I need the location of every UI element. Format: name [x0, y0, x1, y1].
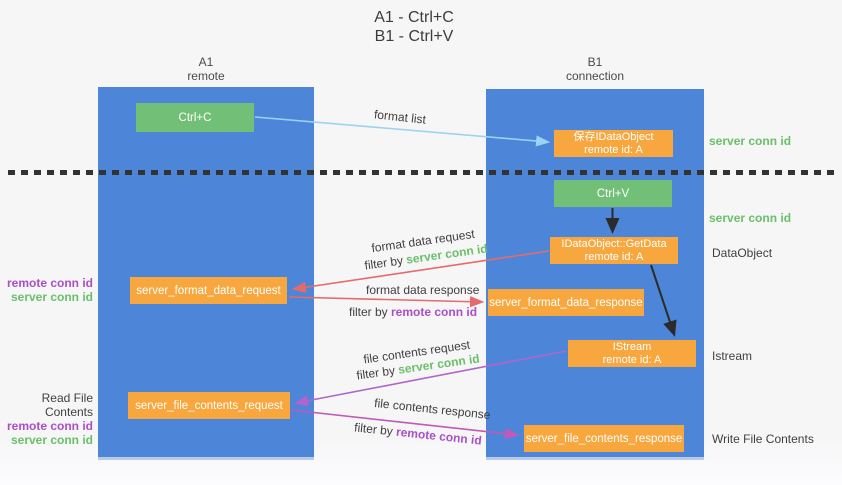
- node-ctrl-v: Ctrl+V: [554, 180, 672, 207]
- right-server-conn-id-label-2: server conn id: [709, 211, 792, 225]
- node-istream: IStream remote id: A: [568, 340, 696, 367]
- left-label-group-file: Read File Contents remote conn id server…: [0, 391, 93, 447]
- filter-by-text: filter by: [349, 305, 392, 319]
- right-server-conn-id-label-1: server conn id: [709, 134, 792, 148]
- node-file-response-label: server_file_contents_response: [525, 432, 683, 445]
- left-remote-conn-id-label: remote conn id: [6, 276, 93, 290]
- node-save-idataobject-line1: 保存IDataObject: [573, 130, 654, 143]
- column-header-a1: A1 remote: [136, 55, 276, 83]
- node-getdata-line1: IDataObject::GetData: [561, 237, 667, 250]
- filter-by-text: filter by: [353, 420, 397, 439]
- dotted-separator-line: [8, 170, 836, 175]
- left-remote-conn-id-label-2: remote conn id: [6, 419, 93, 433]
- column-header-b1: B1 connection: [525, 55, 665, 83]
- filter-by-text: filter by: [363, 252, 408, 273]
- column-b1-subtitle: connection: [565, 69, 625, 83]
- node-istream-line1: IStream: [612, 340, 652, 353]
- node-getdata-line2: remote id: A: [584, 250, 644, 263]
- format-data-response-label: format data response: [366, 283, 480, 297]
- left-label-group-format: remote conn id server conn id: [0, 276, 93, 304]
- filter-by-remote-conn-id-label-1: filter by remote conn id: [349, 305, 477, 319]
- node-save-idataobject: 保存IDataObject remote id: A: [554, 130, 673, 157]
- node-ctrl-v-label: Ctrl+V: [596, 187, 630, 200]
- node-istream-line2: remote id: A: [602, 353, 662, 366]
- node-ctrl-c: Ctrl+C: [136, 103, 254, 132]
- column-b1-id: B1: [587, 55, 603, 69]
- title-line-2: B1 - Ctrl+V: [374, 28, 454, 45]
- node-format-response-label: server_format_data_response: [489, 296, 643, 309]
- title-line-1: A1 - Ctrl+C: [374, 9, 454, 26]
- remote-conn-id-text: remote conn id: [395, 424, 483, 448]
- node-format-request-label: server_format_data_request: [136, 284, 281, 297]
- format-list-label: format list: [373, 107, 427, 127]
- filter-by-text: filter by: [355, 362, 400, 383]
- node-save-idataobject-line2: remote id: A: [584, 143, 643, 156]
- left-server-conn-id-label-2: server conn id: [10, 433, 93, 447]
- column-a1-id: A1: [198, 55, 214, 69]
- column-a1-subtitle: remote: [187, 69, 225, 83]
- format-data-response-arrow: [288, 296, 485, 308]
- node-server-file-contents-request: server_file_contents_request: [128, 392, 290, 419]
- node-server-format-data-response: server_format_data_response: [488, 289, 644, 316]
- dataobject-label: DataObject: [712, 246, 773, 260]
- node-server-file-contents-response: server_file_contents_response: [524, 425, 684, 452]
- filter-by-remote-conn-id-label-2: filter by remote conn id: [354, 420, 483, 447]
- diagram-title: A1 - Ctrl+C B1 - Ctrl+V: [324, 8, 504, 46]
- istream-label: Istream: [712, 349, 753, 363]
- node-ctrl-c-label: Ctrl+C: [178, 111, 212, 124]
- file-contents-response-label: file contents response: [373, 395, 492, 423]
- remote-conn-id-text: remote conn id: [391, 305, 478, 319]
- left-server-conn-id-label: server conn id: [10, 290, 93, 304]
- node-file-request-label: server_file_contents_request: [135, 399, 283, 412]
- node-server-format-data-request: server_format_data_request: [130, 277, 287, 304]
- write-file-contents-label: Write File Contents: [712, 432, 814, 446]
- node-idataobject-getdata: IDataObject::GetData remote id: A: [550, 237, 678, 264]
- read-file-contents-label: Read File Contents: [41, 391, 93, 419]
